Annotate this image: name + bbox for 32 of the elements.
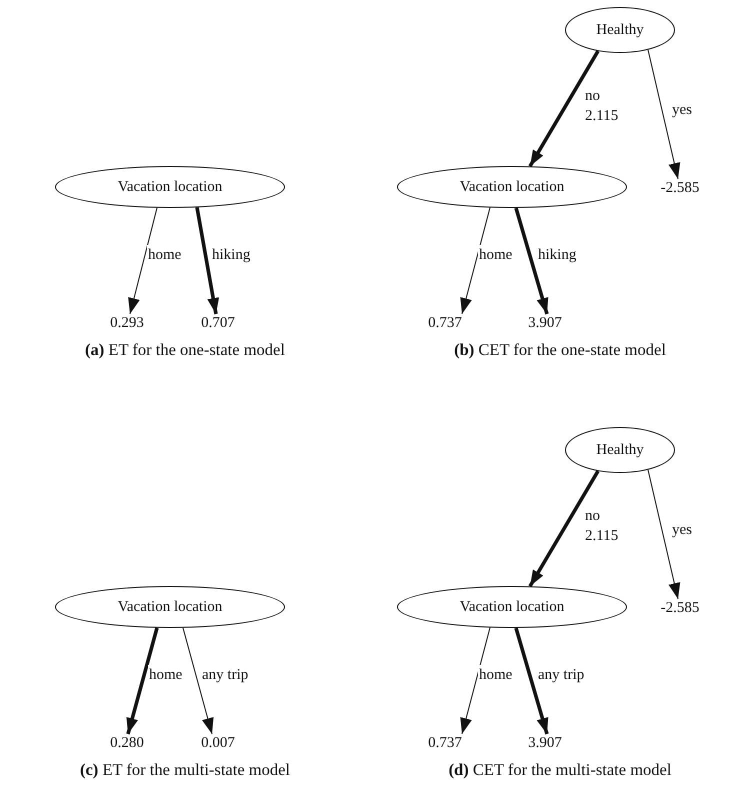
- arrow: [460, 207, 490, 314]
- ellipse-node: Vacation location: [397, 166, 627, 208]
- leaf-value: 0.737: [421, 314, 469, 332]
- leaf-value: 3.907: [521, 734, 569, 752]
- leaf-value: 0.007: [194, 734, 242, 752]
- arrow: [195, 207, 220, 314]
- leaf-value: 0.707: [194, 314, 242, 332]
- leaf-value: 3.907: [521, 314, 569, 332]
- arrow: [514, 207, 549, 314]
- figure-caption: (a) ET for the one-state model: [85, 340, 285, 360]
- figure-caption: (c) ET for the multi-state model: [80, 760, 290, 780]
- ellipse-node: Vacation location: [397, 586, 627, 628]
- leaf-value: -2.585: [653, 599, 707, 617]
- ellipse-node: Healthy: [565, 7, 675, 53]
- ellipse-node: Vacation location: [55, 586, 285, 628]
- arrow: [128, 207, 158, 314]
- arrow: [528, 50, 600, 168]
- arrow: [126, 627, 159, 734]
- figure-caption: (b) CET for the one-state model: [454, 340, 666, 360]
- leaf-value: 0.280: [103, 734, 151, 752]
- figure-caption: (d) CET for the multi-state model: [448, 760, 672, 780]
- leaf-value: 0.737: [421, 734, 469, 752]
- arrow: [182, 627, 214, 734]
- leaf-value: 0.293: [103, 314, 151, 332]
- ellipse-node: Vacation location: [55, 166, 285, 208]
- leaf-value: -2.585: [653, 179, 707, 197]
- arrow: [514, 627, 549, 734]
- arrow: [648, 469, 680, 600]
- ellipse-node: Healthy: [565, 427, 675, 473]
- arrow: [528, 470, 600, 588]
- arrow: [648, 49, 680, 180]
- arrow: [460, 627, 490, 734]
